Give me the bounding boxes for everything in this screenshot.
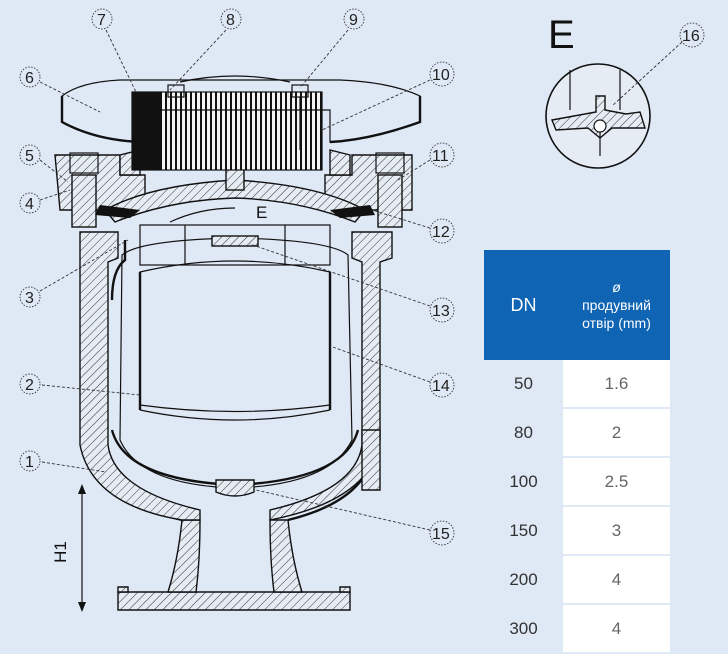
callout-7: 7: [91, 8, 137, 93]
svg-text:4: 4: [25, 196, 34, 213]
valve-body: [79, 224, 393, 611]
svg-text:3: 3: [25, 290, 34, 307]
diameter-symbol: ø: [612, 279, 621, 295]
svg-text:15: 15: [432, 526, 450, 543]
detail-view-e: E: [545, 13, 651, 169]
hole-cell: 4: [563, 555, 670, 605]
callout-4: 4: [19, 189, 71, 214]
hole-cell: 2: [563, 408, 670, 458]
callout-16: 16: [611, 22, 705, 107]
callout-1: 1: [19, 450, 107, 473]
dn-cell: 50: [484, 360, 563, 409]
cover-assembly: [54, 75, 422, 228]
svg-text:7: 7: [97, 12, 106, 29]
callout-11: 11: [397, 142, 455, 181]
callout-13: 13: [249, 243, 455, 323]
h1-dimension: H1: [51, 484, 86, 612]
header-line-1: продувний: [582, 297, 651, 313]
dn-cell: 100: [484, 457, 563, 507]
svg-text:16: 16: [682, 28, 700, 45]
svg-text:11: 11: [432, 148, 449, 165]
table-row: 300 4: [484, 604, 670, 654]
callout-8: 8: [169, 8, 242, 91]
svg-text:5: 5: [25, 148, 34, 165]
callout-15: 15: [255, 489, 455, 546]
table-header-hole: ø продувний отвір (mm): [563, 250, 670, 360]
dn-cell: 150: [484, 506, 563, 556]
callout-10: 10: [321, 61, 455, 131]
section-mark-label: E: [256, 203, 267, 222]
table-row: 80 2: [484, 408, 670, 458]
svg-text:2: 2: [25, 377, 34, 394]
table-header-dn: DN: [484, 250, 563, 360]
svg-text:6: 6: [25, 70, 34, 87]
svg-text:10: 10: [432, 67, 450, 84]
h1-label: H1: [51, 541, 70, 563]
svg-text:9: 9: [349, 12, 358, 29]
hole-cell: 2.5: [563, 457, 670, 507]
hole-cell: 3: [563, 506, 670, 556]
svg-text:14: 14: [432, 378, 450, 395]
svg-text:12: 12: [432, 224, 450, 241]
dn-cell: 80: [484, 408, 563, 458]
callout-14: 14: [329, 345, 455, 398]
callout-12: 12: [371, 209, 455, 244]
callout-2: 2: [19, 373, 141, 396]
callout-6: 6: [19, 66, 101, 113]
callout-9: 9: [299, 8, 365, 89]
callouts: 1 2 3 4 5 6 7: [19, 8, 705, 546]
svg-text:8: 8: [226, 12, 235, 29]
hole-cell: 1.6: [563, 360, 670, 409]
table-row: 50 1.6: [484, 360, 670, 409]
table-row: 100 2.5: [484, 457, 670, 507]
header-line-2: отвір (mm): [582, 315, 651, 331]
table-row: 200 4: [484, 555, 670, 605]
blow-hole-table: DN ø продувний отвір (mm) 50 1.6 80 2 10…: [484, 250, 670, 654]
callout-5: 5: [19, 144, 69, 183]
detail-view-label: E: [548, 13, 575, 57]
hole-cell: 4: [563, 604, 670, 654]
valve-cross-section-drawing: E E H1 1 2 3 4: [19, 8, 705, 612]
svg-text:13: 13: [432, 303, 450, 320]
svg-text:1: 1: [25, 454, 34, 471]
callout-3: 3: [19, 239, 129, 308]
dn-cell: 300: [484, 604, 563, 654]
table-row: 150 3: [484, 506, 670, 556]
dn-cell: 200: [484, 555, 563, 605]
